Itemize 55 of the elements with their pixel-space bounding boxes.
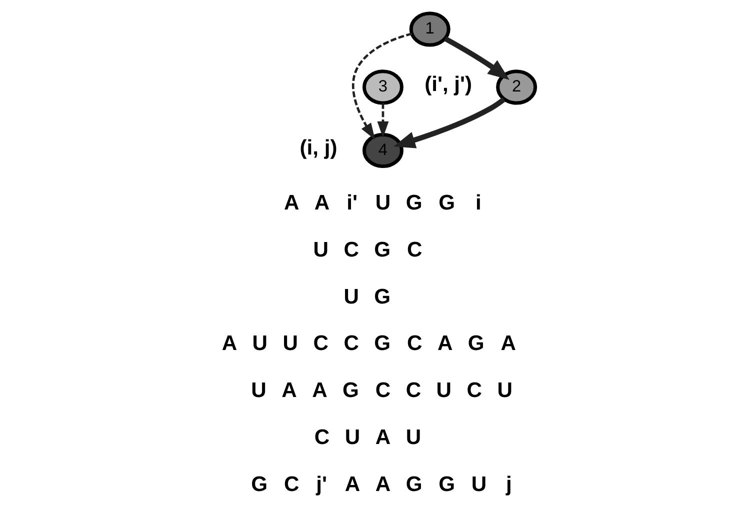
arrow xyxy=(351,32,412,140)
label: A xyxy=(283,192,299,215)
label: j' xyxy=(316,472,327,496)
label: U xyxy=(252,332,268,356)
label: A xyxy=(312,379,327,402)
label: G xyxy=(438,472,455,496)
label: i' xyxy=(346,192,358,215)
label: U xyxy=(496,379,512,402)
label: U xyxy=(312,238,328,262)
label: C xyxy=(343,238,358,262)
label: G xyxy=(342,379,358,402)
arrow xyxy=(376,103,388,138)
label: C xyxy=(283,472,299,496)
label: C xyxy=(314,426,330,449)
label: A xyxy=(500,332,516,356)
label: U xyxy=(343,285,358,308)
label: A xyxy=(314,192,330,215)
node-ellipse: 2 xyxy=(496,70,537,105)
label: U xyxy=(470,472,486,496)
label: C xyxy=(312,332,328,356)
label: U xyxy=(282,332,298,356)
node-label: (i, j) xyxy=(299,136,337,160)
label: A xyxy=(221,332,237,356)
arrow xyxy=(393,97,506,148)
node-label: (i', j') xyxy=(424,73,472,96)
label: C xyxy=(406,332,422,356)
label: i xyxy=(475,192,481,215)
label: G xyxy=(438,192,455,215)
label: U xyxy=(250,379,266,402)
label: C xyxy=(343,332,358,356)
label: U xyxy=(436,379,452,402)
label: A xyxy=(374,472,390,496)
label: G xyxy=(405,472,422,496)
label: C xyxy=(405,379,421,402)
label: C xyxy=(406,238,422,262)
node-ellipse: 4 xyxy=(362,132,403,168)
label: C xyxy=(374,379,390,402)
label: A xyxy=(281,379,296,402)
label: G xyxy=(374,285,390,308)
label: A xyxy=(344,472,360,496)
label: j xyxy=(506,472,512,496)
label: G xyxy=(250,472,268,496)
label: U xyxy=(344,426,360,449)
label: G xyxy=(374,238,390,262)
label: A xyxy=(436,332,452,356)
label: U xyxy=(374,192,390,215)
node-ellipse: 3 xyxy=(362,70,403,105)
label: G xyxy=(467,332,484,356)
label: G xyxy=(374,332,390,356)
label: U xyxy=(405,426,421,449)
label: C xyxy=(466,379,482,402)
arrow xyxy=(443,36,509,80)
label: A xyxy=(374,426,390,449)
node-ellipse: 1 xyxy=(408,12,450,47)
label: G xyxy=(405,192,422,215)
